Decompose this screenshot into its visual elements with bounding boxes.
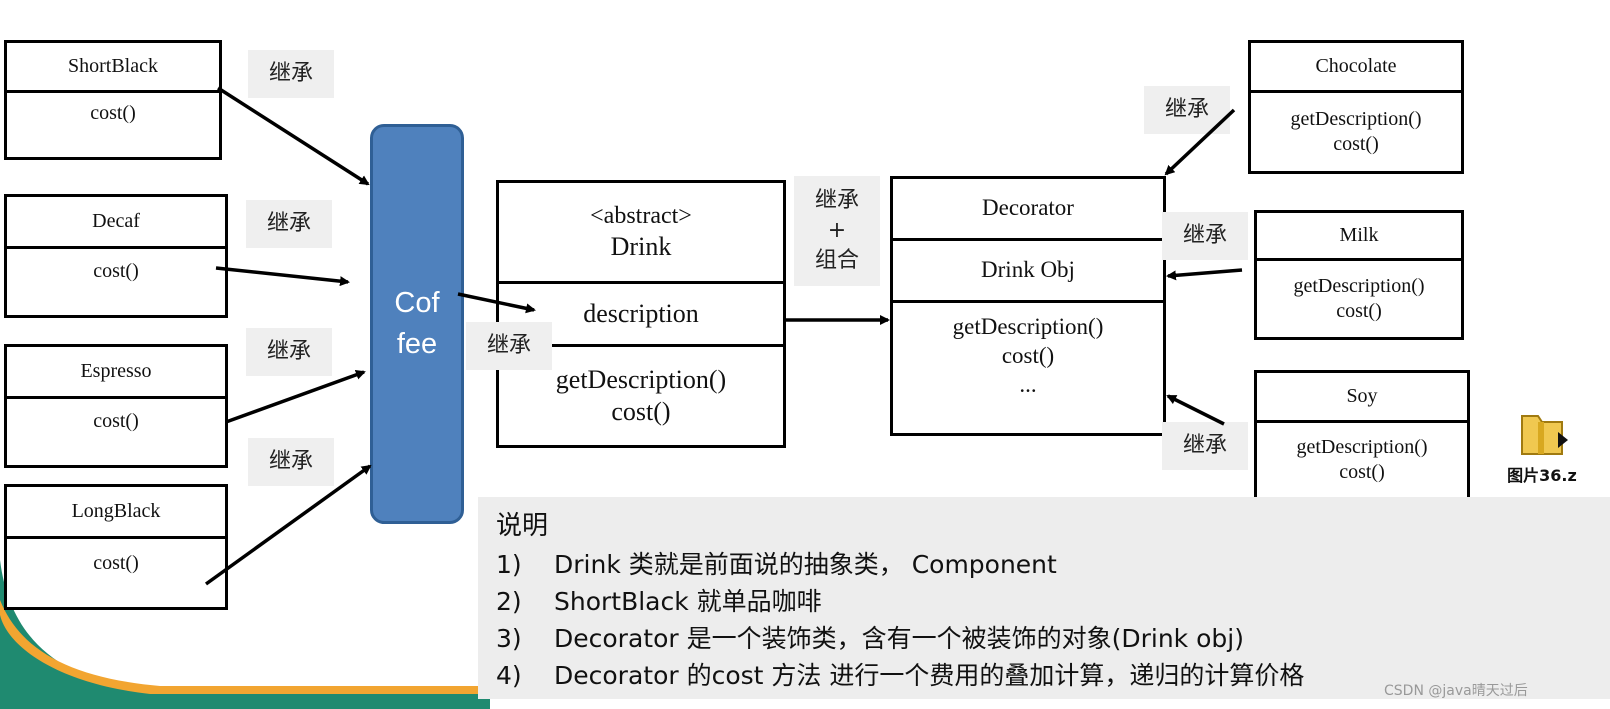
- file-caption: 图片36.z: [1507, 466, 1577, 485]
- note-text: Decorator 是一个装饰类，含有一个被装饰的对象(Drink obj): [554, 624, 1244, 653]
- arrow-shortblack-coffee: [217, 86, 370, 186]
- arrow-longblack-coffee: [204, 464, 372, 586]
- note-text: ShortBlack 就单品咖啡: [554, 587, 822, 616]
- class-name: Milk: [1339, 224, 1379, 246]
- explanation-panel: 说明 1) Drink 类就是前面说的抽象类， Component 2) Short…: [478, 497, 1610, 699]
- class-name: Espresso: [80, 360, 152, 382]
- note-item: 3) Decorator 是一个装饰类，含有一个被装饰的对象(Drink obj): [496, 619, 1244, 655]
- arrow-coffee-drink: [457, 292, 536, 314]
- drink-method: getDescription(): [555, 364, 727, 394]
- class-method: cost(): [93, 410, 139, 432]
- arrow-espresso-coffee: [225, 370, 366, 424]
- class-name: Soy: [1346, 385, 1378, 407]
- arrow-milk-decorator: [1166, 268, 1243, 281]
- decorator-method: getDescription(): [952, 314, 1104, 339]
- note-text: Decorator 的cost 方法 进行一个费用的叠加计算，递归的计算价格: [554, 661, 1305, 690]
- class-espresso: Espresso cost(): [4, 344, 228, 468]
- note-item: 4) Decorator 的cost 方法 进行一个费用的叠加计算，递归的计算价格: [496, 656, 1304, 692]
- coffee-label-line2: fee: [396, 328, 438, 360]
- inherit-label: 继承: [1144, 86, 1230, 134]
- plus-text: +: [827, 218, 847, 244]
- inherit-label: 继承: [1162, 212, 1248, 260]
- class-method: cost(): [93, 552, 139, 574]
- class-milk: Milk getDescription() cost(): [1254, 210, 1464, 340]
- arrow-soy-decorator: [1166, 394, 1225, 426]
- drink-method: cost(): [611, 397, 671, 426]
- note-item: 2) ShortBlack 就单品咖啡: [496, 582, 822, 618]
- note-number: 2): [496, 587, 522, 616]
- drink-stereotype: <abstract>: [590, 202, 692, 229]
- class-name: LongBlack: [71, 500, 161, 522]
- note-text: Drink 类就是前面说的抽象类， Component: [554, 550, 1057, 579]
- inherit-label: 继承: [248, 438, 334, 486]
- class-method: cost(): [1336, 300, 1382, 322]
- coffee-class-box: Cof fee: [370, 124, 464, 524]
- class-method: getDescription(): [1290, 108, 1422, 130]
- class-method: cost(): [1333, 133, 1379, 155]
- inherit-label: 继承: [246, 200, 332, 248]
- class-decorator: Decorator Drink Obj getDescription() cos…: [890, 176, 1166, 436]
- note-number: 1): [496, 550, 522, 579]
- class-method: cost(): [90, 102, 136, 124]
- decorator-method: ...: [1019, 371, 1037, 397]
- inherit-label: 继承: [248, 50, 334, 98]
- class-name: Chocolate: [1315, 55, 1397, 77]
- inherit-label: 继承: [246, 328, 332, 376]
- inherit-text: 继承: [814, 188, 859, 214]
- drink-field: description: [583, 298, 699, 328]
- decorator-method: cost(): [1001, 342, 1055, 368]
- zip-folder-icon: [1521, 415, 1568, 455]
- watermark: CSDN @java晴天过后: [1384, 683, 1528, 699]
- class-method: getDescription(): [1293, 275, 1425, 297]
- decorator-field: Drink Obj: [981, 257, 1075, 283]
- zip-file-item[interactable]: 图片36.z: [1502, 408, 1582, 486]
- class-method: getDescription(): [1296, 436, 1428, 458]
- class-decaf: Decaf cost(): [4, 194, 228, 318]
- inherit-label: 继承: [1162, 422, 1248, 470]
- drink-name: Drink: [610, 231, 672, 261]
- note-item: 1) Drink 类就是前面说的抽象类， Component: [496, 545, 1057, 581]
- class-method: cost(): [93, 260, 139, 282]
- class-method: cost(): [1339, 461, 1385, 483]
- class-name: Decaf: [92, 210, 140, 232]
- coffee-label-line1: Cof: [394, 287, 440, 320]
- slide-corner-decoration: [0, 560, 490, 709]
- class-drink: <abstract> Drink description getDescript…: [496, 180, 786, 448]
- class-longblack: LongBlack cost(): [4, 484, 228, 610]
- notes-heading: 说明: [496, 511, 549, 541]
- note-number: 4): [496, 661, 522, 690]
- inherit-label: 继承: [466, 322, 552, 370]
- class-name: ShortBlack: [68, 55, 158, 77]
- class-soy: Soy getDescription() cost(): [1254, 370, 1470, 500]
- decorator-name: Decorator: [982, 195, 1074, 221]
- inherit-compose-label: 继承 + 组合: [794, 176, 880, 286]
- class-shortblack: ShortBlack cost(): [4, 40, 222, 160]
- arrow-decaf-coffee: [215, 266, 350, 287]
- note-number: 3): [496, 624, 522, 653]
- compose-text: 组合: [814, 247, 859, 273]
- arrow-chocolate-decorator: [1164, 108, 1236, 176]
- class-chocolate: Chocolate getDescription() cost(): [1248, 40, 1464, 174]
